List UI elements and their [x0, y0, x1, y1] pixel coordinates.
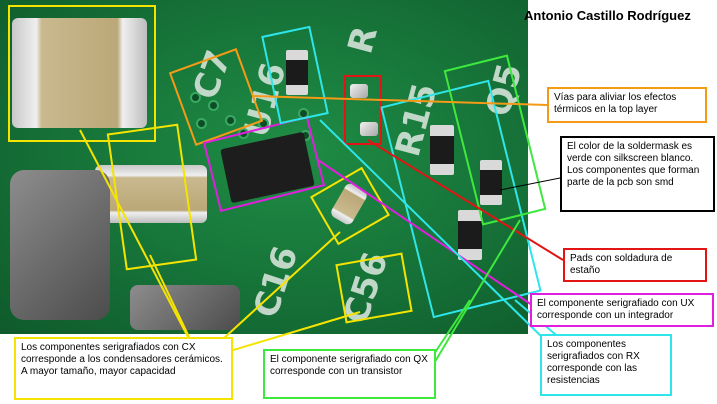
via [258, 118, 269, 129]
solder-pad [360, 122, 378, 136]
via [225, 115, 236, 126]
label-vias: Vías para aliviar los efectos térmicos e… [547, 87, 707, 123]
highlight-large-capacitor [8, 5, 156, 142]
pcb-photo: C7 U16 R R15 Q5 C56 C16 [0, 0, 528, 334]
resistor [480, 160, 502, 205]
label-integrator: El componente serigrafiado con UX corres… [530, 293, 714, 327]
via [196, 118, 207, 129]
label-soldermask: El color de la soldermask es verde con s… [560, 136, 715, 212]
via [298, 108, 309, 119]
large-capacitor [12, 18, 147, 128]
resistor [286, 50, 308, 95]
inductor-part [130, 285, 240, 330]
author-name: Antonio Castillo Rodríguez [524, 8, 691, 23]
label-resistors: Los componentes serigrafiados con RX cor… [540, 334, 672, 396]
inductor [10, 170, 110, 320]
label-pads: Pads con soldadura de estaño [563, 248, 707, 282]
via [238, 128, 249, 139]
solder-pad [350, 84, 368, 98]
label-capacitors: Los componentes serigrafiados con CX cor… [14, 337, 233, 400]
via [190, 92, 201, 103]
label-transistor: El componente serigrafiado con QX corres… [263, 349, 436, 399]
highlight-pads [344, 75, 382, 145]
resistor [430, 125, 454, 175]
resistor [458, 210, 482, 260]
via [208, 100, 219, 111]
